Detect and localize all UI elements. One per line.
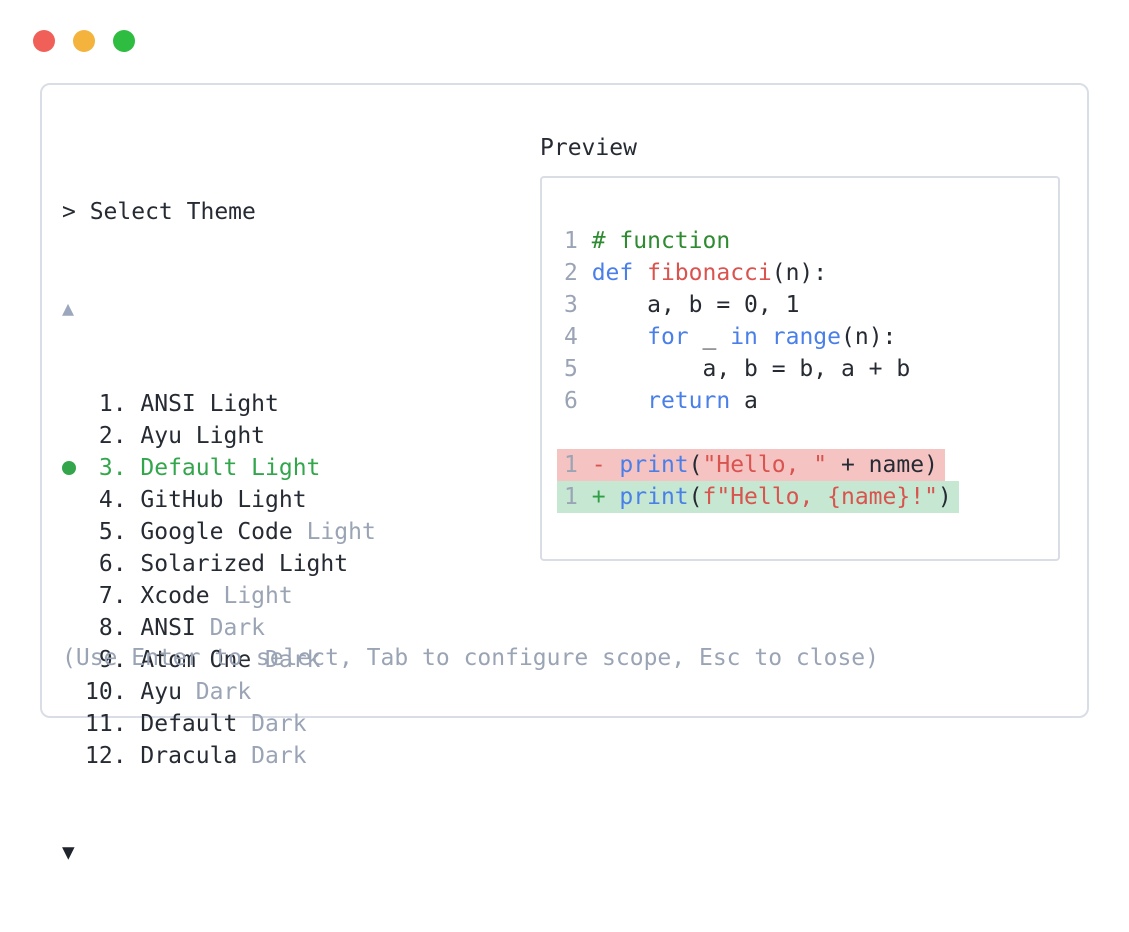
selection-marker-slot	[62, 420, 85, 452]
preview-title: Preview	[540, 135, 637, 161]
theme-item-variant: Dark	[195, 615, 266, 641]
close-button[interactable]	[33, 30, 55, 52]
scroll-down-indicator[interactable]: ▼	[62, 840, 75, 864]
theme-item-label: 1. ANSI Light	[85, 391, 279, 417]
theme-list-item[interactable]: 10. Ayu Dark	[62, 676, 376, 708]
window-controls	[33, 30, 135, 52]
line-number: 1	[564, 484, 592, 510]
theme-item-label: 8. ANSI	[85, 615, 196, 641]
scroll-up-indicator[interactable]: ▲	[62, 296, 75, 320]
theme-item-label: 10. Ayu	[85, 679, 182, 705]
selection-marker-slot	[62, 708, 85, 740]
theme-list-item[interactable]: 1. ANSI Light	[62, 388, 376, 420]
diff-added-line: 1 + print(f"Hello, {name}!")	[557, 481, 1058, 513]
theme-list: 1. ANSI Light 2. Ayu Light 3. Default Li…	[62, 388, 376, 772]
theme-item-label: 4. GitHub Light	[85, 487, 307, 513]
selection-marker-slot	[62, 452, 85, 484]
theme-item-variant: Dark	[251, 647, 321, 673]
theme-picker-left-column: > Select Theme ▲ 1. ANSI Light 2. Ayu Li…	[62, 132, 376, 932]
code-line: 5 a, b = b, a + b	[564, 356, 911, 382]
theme-item-label: 11. Default	[85, 711, 238, 737]
theme-picker-panel: > Select Theme ▲ 1. ANSI Light 2. Ayu Li…	[40, 83, 1089, 864]
selection-marker-slot	[62, 516, 85, 548]
code-line: 3 a, b = 0, 1	[564, 292, 800, 318]
selected-indicator-dot	[62, 461, 76, 475]
selection-marker-slot	[62, 580, 85, 612]
code-line: 6 return a	[564, 388, 758, 414]
prompt-text: > Select Theme	[62, 199, 256, 225]
theme-list-item[interactable]: 11. Default Dark	[62, 708, 376, 740]
theme-list-item[interactable]: 6. Solarized Light	[62, 548, 376, 580]
app-window: { "palette": { "dark": "#262b33", "gray"…	[33, 30, 1089, 864]
theme-list-item[interactable]: 2. Ayu Light	[62, 420, 376, 452]
theme-item-variant: Dark	[181, 679, 252, 705]
zoom-button[interactable]	[113, 30, 135, 52]
line-number: 1	[564, 452, 592, 478]
theme-item-variant: Light	[292, 519, 376, 545]
selection-marker-slot	[62, 740, 85, 772]
theme-list-item[interactable]: 4. GitHub Light	[62, 484, 376, 516]
selection-marker-slot	[62, 388, 85, 420]
theme-list-item[interactable]: 5. Google Code Light	[62, 516, 376, 548]
line-number: 1	[564, 228, 592, 254]
theme-item-variant: Dark	[237, 743, 307, 769]
theme-item-label: 7. Xcode	[85, 583, 210, 609]
theme-list-item[interactable]: 3. Default Light	[62, 452, 376, 484]
theme-item-label: 9. Atom One	[85, 647, 252, 673]
minimize-button[interactable]	[73, 30, 95, 52]
selection-marker-slot	[62, 612, 85, 644]
theme-item-variant: Light	[209, 583, 293, 609]
theme-list-item[interactable]: 7. Xcode Light	[62, 580, 376, 612]
code-line: 2 def fibonacci(n):	[564, 260, 828, 286]
line-number: 5	[564, 356, 592, 382]
code-line: 1 # function	[564, 228, 731, 254]
selection-marker-slot	[62, 484, 85, 516]
theme-item-variant: Dark	[237, 711, 307, 737]
theme-item-label: 12. Dracula	[85, 743, 238, 769]
line-number: 6	[564, 388, 592, 414]
line-number: 2	[564, 260, 592, 286]
theme-list-item[interactable]: 9. Atom One Dark	[62, 644, 376, 676]
theme-list-item[interactable]: 12. Dracula Dark	[62, 740, 376, 772]
theme-list-item[interactable]: 8. ANSI Dark	[62, 612, 376, 644]
code-line: 4 for _ in range(n):	[564, 324, 897, 350]
theme-item-label: 3. Default Light	[85, 455, 321, 481]
theme-item-label: 6. Solarized Light	[85, 551, 349, 577]
help-text: (Use Enter to select, Tab to configure s…	[62, 645, 879, 671]
preview-pane: 1 # function 2 def fibonacci(n): 3 a, b = …	[540, 176, 1060, 561]
code-preview: 1 # function 2 def fibonacci(n): 3 a, b = …	[542, 178, 1058, 513]
line-number: 3	[564, 292, 592, 318]
theme-item-label: 5. Google Code	[85, 519, 293, 545]
selection-marker-slot	[62, 676, 85, 708]
selection-marker-slot	[62, 548, 85, 580]
code-line	[564, 417, 1058, 449]
diff-removed-line: 1 - print("Hello, " + name)	[557, 449, 1058, 481]
theme-item-label: 2. Ayu Light	[85, 423, 266, 449]
line-number: 4	[564, 324, 592, 350]
